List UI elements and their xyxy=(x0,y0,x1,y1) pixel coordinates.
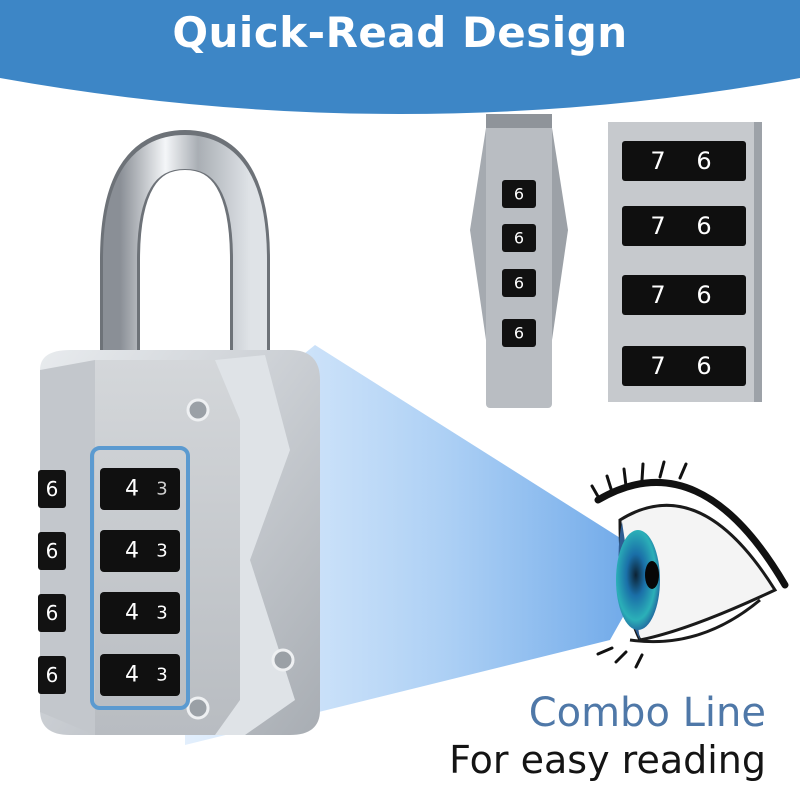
eye-lid xyxy=(594,478,789,589)
eye-lower-lid xyxy=(629,598,761,644)
front-dial-digit: 3 xyxy=(156,479,167,500)
eye-icon xyxy=(590,460,789,669)
rivet xyxy=(186,696,210,720)
padlock-front-dials: 4 3 4 3 4 3 4 3 xyxy=(100,468,180,696)
front-dial xyxy=(100,592,180,634)
side-view-dial xyxy=(502,224,536,252)
eye-pupil xyxy=(645,561,659,589)
back-view-dial xyxy=(622,275,746,315)
back-view: 7 6 7 6 7 6 7 6 xyxy=(608,122,762,402)
back-view-dial xyxy=(622,141,746,181)
side-view-top xyxy=(486,114,552,128)
eye-lashes xyxy=(590,460,688,502)
side-view-body xyxy=(486,114,552,408)
banner-background xyxy=(0,0,800,114)
front-dial xyxy=(100,468,180,510)
side-dial xyxy=(38,470,66,508)
back-view-digit: 6 xyxy=(696,352,711,380)
side-dial-digit: 6 xyxy=(46,663,59,687)
padlock-side-dials: 6 6 6 6 xyxy=(38,470,66,694)
back-view-digit: 6 xyxy=(696,281,711,309)
lock-facet xyxy=(215,355,295,735)
back-view-digit: 7 xyxy=(650,281,665,309)
side-view-digit: 6 xyxy=(514,324,524,343)
combo-line-highlight xyxy=(90,446,190,710)
front-dial xyxy=(100,654,180,696)
side-view-dial xyxy=(502,319,536,347)
side-view-digit: 6 xyxy=(514,274,524,293)
front-dial-digit: 4 xyxy=(125,477,139,502)
back-view-digit: 7 xyxy=(650,147,665,175)
front-dial-digit: 3 xyxy=(156,541,167,562)
back-view-digit: 6 xyxy=(696,212,711,240)
side-view-facet xyxy=(552,128,568,340)
side-view-digit: 6 xyxy=(514,229,524,248)
side-dial-digit: 6 xyxy=(46,539,59,563)
rivet xyxy=(186,398,210,422)
lock-side xyxy=(40,360,95,735)
caption-title: Combo Line xyxy=(528,690,766,736)
side-view-dial xyxy=(502,180,536,208)
side-view-digit: 6 xyxy=(514,185,524,204)
side-dial xyxy=(38,656,66,694)
side-view-facet xyxy=(470,128,486,340)
shackle xyxy=(103,134,267,370)
side-dial-digit: 6 xyxy=(46,601,59,625)
back-view-edge xyxy=(754,122,762,402)
back-view-dial xyxy=(622,346,746,386)
front-dial-digit: 4 xyxy=(125,663,139,688)
back-view-digit: 6 xyxy=(696,147,711,175)
side-view: 6 6 6 6 xyxy=(470,114,568,408)
side-dial xyxy=(38,532,66,570)
front-dial-digit: 4 xyxy=(125,601,139,626)
back-view-dial xyxy=(622,206,746,246)
eye-iris xyxy=(616,530,660,630)
back-view-digit: 7 xyxy=(650,352,665,380)
back-view-digit: 7 xyxy=(650,212,665,240)
front-dial xyxy=(100,530,180,572)
caption-subtitle: For easy reading xyxy=(449,738,766,782)
side-dial-digit: 6 xyxy=(46,477,59,501)
front-dial-digit: 4 xyxy=(125,539,139,564)
rivet xyxy=(271,648,295,672)
side-dial xyxy=(38,594,66,632)
banner-title: Quick-Read Design xyxy=(172,8,628,57)
front-dial-digit: 3 xyxy=(156,665,167,686)
side-view-dial xyxy=(502,269,536,297)
front-dial-digit: 3 xyxy=(156,603,167,624)
eye-lower-lashes xyxy=(596,646,644,669)
